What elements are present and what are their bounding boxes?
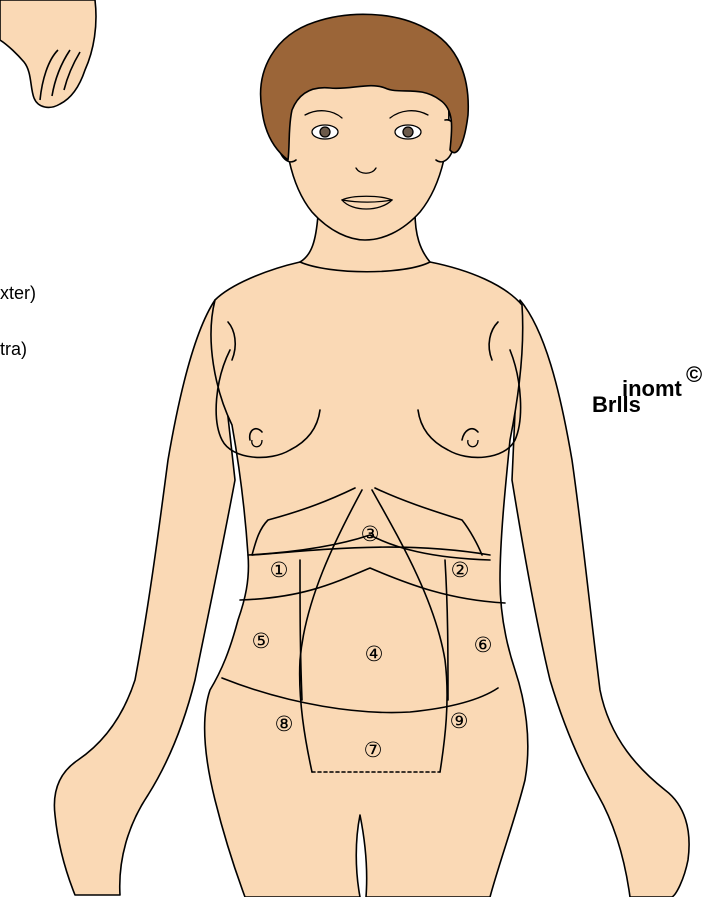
region-5-label: ⑤ xyxy=(252,629,271,653)
region-9-label: ⑨ xyxy=(450,709,469,733)
region-1-label: ① xyxy=(270,558,289,582)
body-outline xyxy=(54,14,689,897)
top-left-hand xyxy=(0,0,96,107)
left-iris xyxy=(320,127,330,137)
left-label-1: xter) xyxy=(0,283,36,303)
region-8-label: ⑧ xyxy=(275,712,294,736)
logo: inomt © Brlls xyxy=(592,362,702,417)
right-iris xyxy=(403,127,413,137)
region-7-label: ⑦ xyxy=(364,738,383,762)
region-6-label: ⑥ xyxy=(474,633,493,657)
region-4-label: ④ xyxy=(365,642,384,666)
logo-copyright: © xyxy=(686,362,702,387)
left-label-2: tra) xyxy=(0,339,27,359)
logo-line2: Brlls xyxy=(592,392,641,417)
region-2-label: ② xyxy=(451,558,470,582)
region-3-label: ③ xyxy=(361,522,380,546)
